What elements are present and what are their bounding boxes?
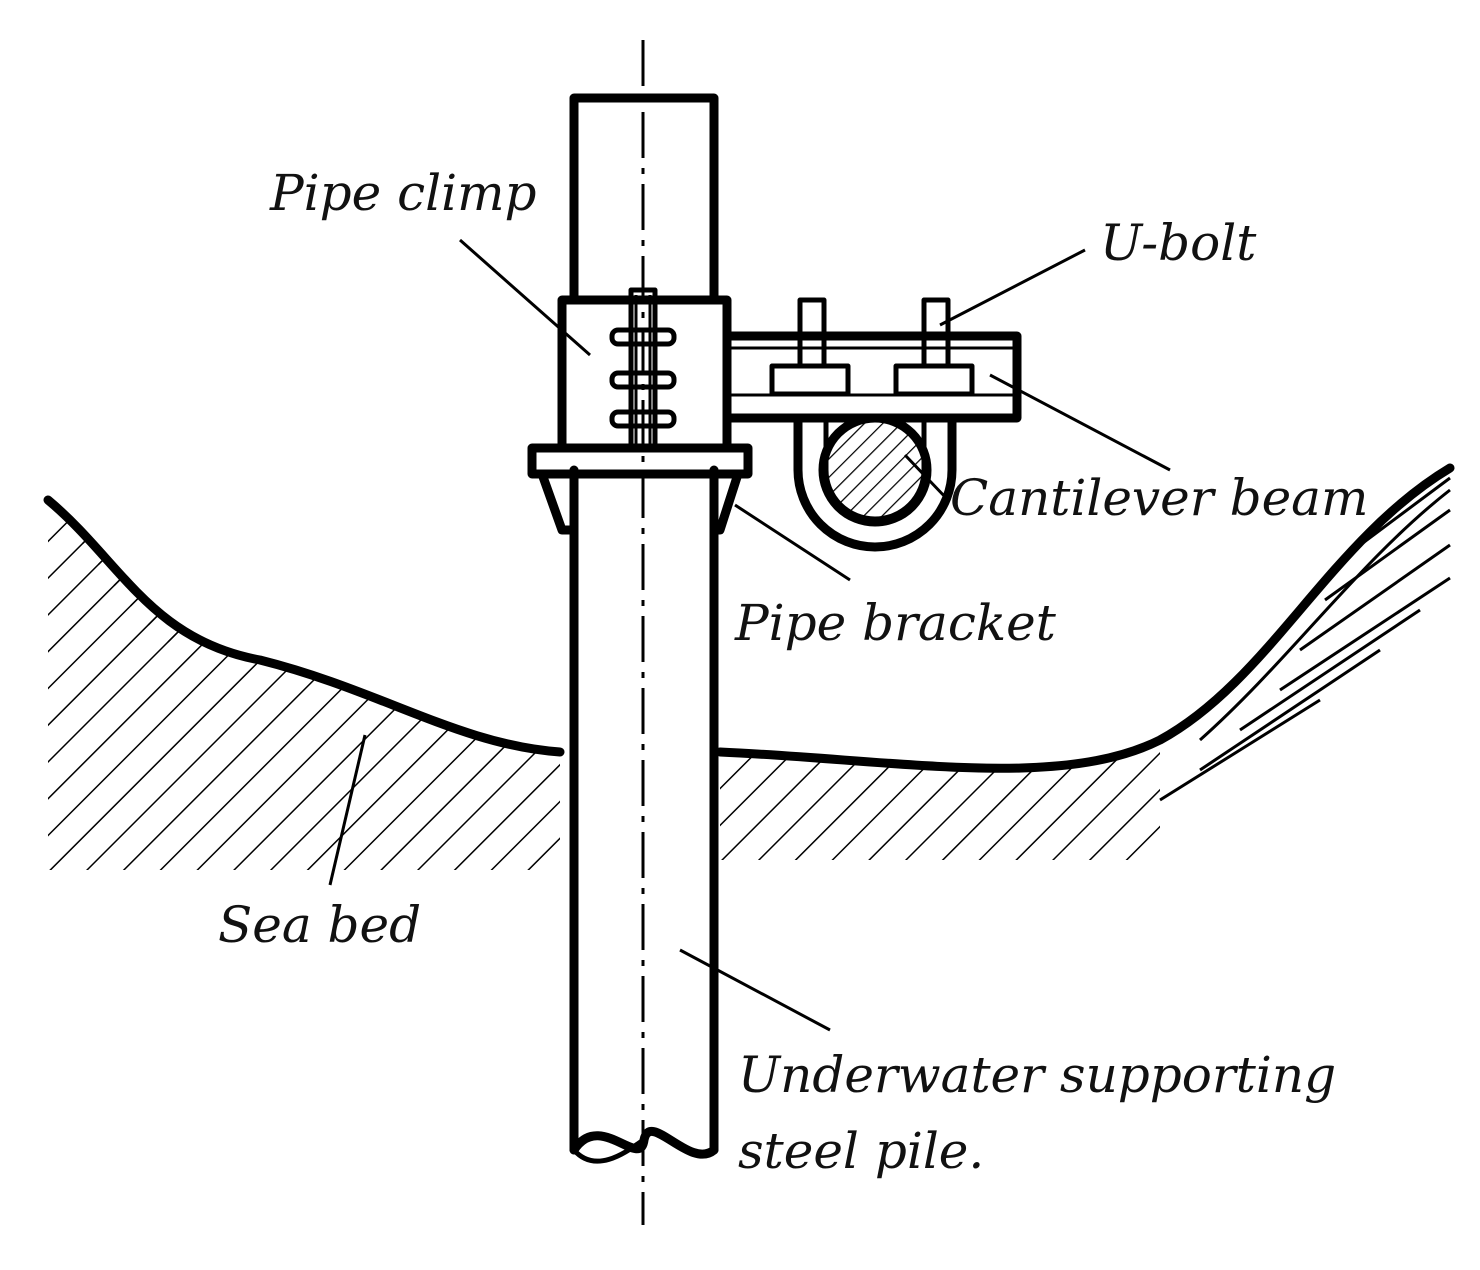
label-sea-bed: Sea bed	[218, 896, 421, 954]
leader-pipe-bracket	[734, 503, 851, 582]
leader-steel-pile	[679, 948, 831, 1032]
leader-cantilever-beam	[989, 373, 1171, 472]
label-cantilever-beam: Cantilever beam	[950, 469, 1368, 527]
sea-bed-slope-line	[1199, 488, 1451, 742]
leader-lines	[328, 238, 1171, 1032]
steel-pile	[569, 93, 719, 1164]
leader-pipe-climp	[459, 238, 591, 357]
leader-u-bolt	[939, 248, 1086, 327]
label-u-bolt: U-bolt	[1100, 214, 1257, 272]
label-steel-pile-line2: steel pile.	[738, 1122, 984, 1180]
pipe-bracket	[527, 443, 753, 535]
sea-bed-hatching	[48, 476, 1451, 870]
label-steel-pile-line1: Underwater supporting	[738, 1046, 1336, 1104]
pipe-cross-section	[818, 413, 932, 527]
label-pipe-bracket: Pipe bracket	[734, 594, 1057, 652]
sea-bed-outline	[43, 463, 1455, 773]
label-pipe-climp: Pipe climp	[269, 164, 537, 222]
leader-sea-bed	[328, 734, 367, 886]
